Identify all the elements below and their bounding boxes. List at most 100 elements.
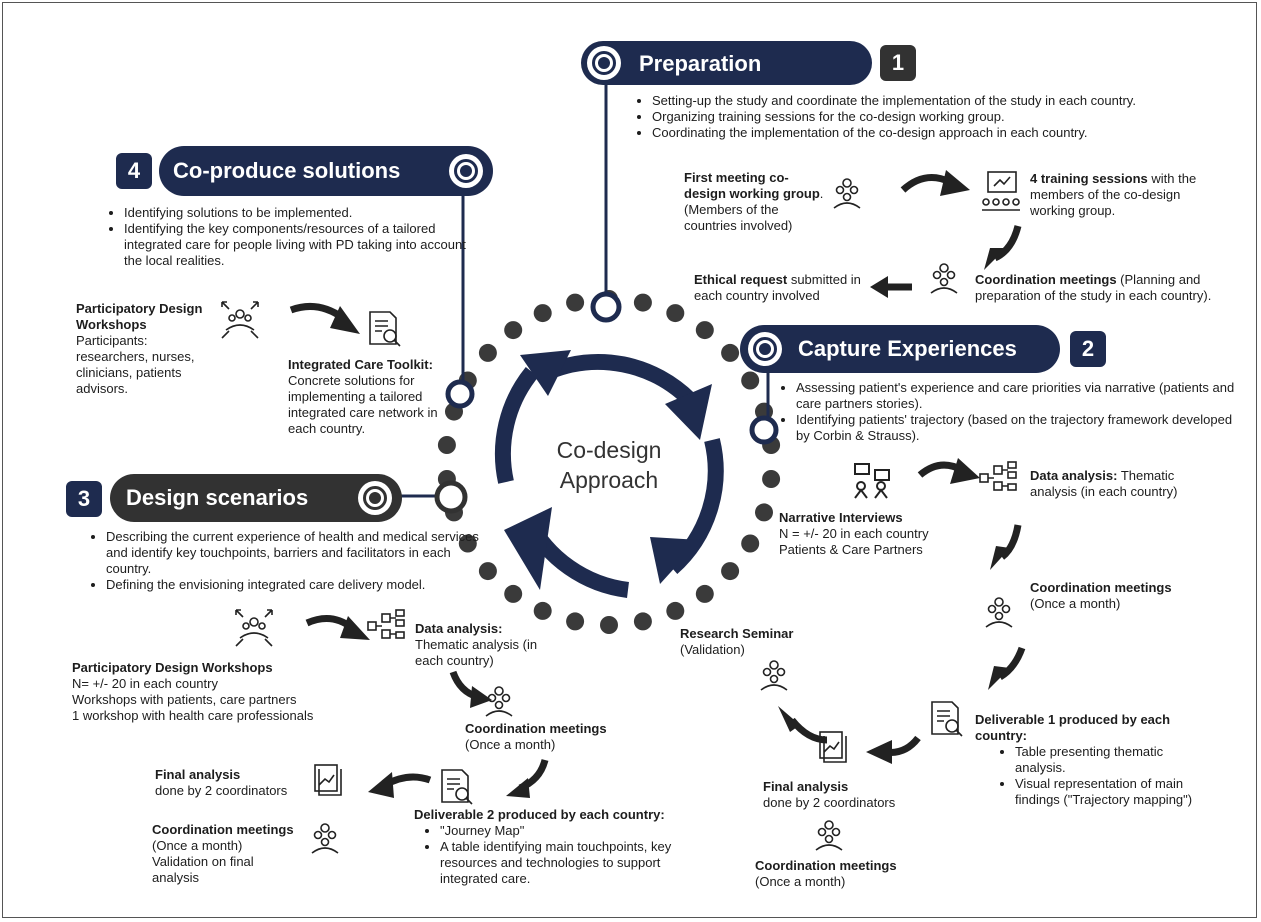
capture-data-text: Data analysis: Thematic analysis (in eac… [1030, 468, 1178, 499]
target-icon [587, 46, 621, 80]
ring-dot [666, 601, 685, 620]
capture-bullets: Assessing patient's experience and care … [778, 380, 1236, 444]
workshop-icon [221, 301, 273, 647]
design-workshops-text: Participatory Design Workshops N= +/- 20… [72, 660, 314, 723]
ring-dot [566, 293, 585, 312]
toolkit-text: Integrated Care Toolkit:Concrete solutio… [288, 357, 438, 436]
ring-dot [721, 343, 740, 362]
target-icon [449, 154, 483, 188]
bullet: Coordinating the implementation of the c… [652, 125, 1222, 141]
coproduce-title: Co-produce solutions [173, 158, 401, 183]
bullet: Table presenting thematic analysis. [1015, 744, 1205, 776]
ring-dot [533, 601, 552, 620]
cycle-arrow-heads [504, 350, 712, 590]
cycle-arrowhead-right [650, 537, 700, 584]
step-number-3: 3 [66, 481, 102, 517]
ring-dot [478, 562, 497, 581]
preparation-header: Preparation [581, 41, 872, 85]
cycle-arrow-left [494, 366, 539, 484]
ring-dot [437, 436, 456, 454]
flow-arrowheads [330, 170, 1010, 798]
bullet: A table identifying main touchpoints, ke… [440, 839, 680, 887]
bullet: Describing the current experience of hea… [106, 529, 486, 577]
interview-icon [854, 463, 890, 499]
ring-dot [566, 612, 585, 631]
ring-dot [504, 321, 523, 340]
ring-dot [762, 470, 781, 488]
bullet: "Journey Map" [440, 823, 680, 839]
research-seminar-text: Research Seminar(Validation) [680, 626, 794, 657]
flowchart-icon [367, 461, 1017, 639]
bullet: Visual representation of main findings (… [1015, 776, 1205, 808]
step-number-1: 1 [880, 45, 916, 81]
connector-node-capture [749, 415, 779, 445]
capture-coord2-text: Coordination meetings(Once a month) [755, 858, 897, 889]
bullet: Assessing patient's experience and care … [796, 380, 1236, 412]
bullet: Identifying patients' trajectory (based … [796, 412, 1236, 444]
capture-header: Capture Experiences [740, 325, 1060, 373]
coproduce-header: Co-produce solutions [159, 146, 493, 196]
ring-dot [478, 343, 497, 362]
cycle-arrowhead-left [520, 350, 571, 396]
cycle-arrow-top [544, 353, 696, 406]
deliverable-1-text: Deliverable 1 produced by each country: … [975, 712, 1205, 808]
connector-node-preparation [590, 291, 622, 323]
ring-dot [755, 503, 773, 522]
capture-title: Capture Experiences [798, 336, 1017, 361]
design-header: Design scenarios [110, 474, 402, 522]
connector-node-coproduce [445, 379, 475, 409]
bullet: Setting-up the study and coordinate the … [652, 93, 1222, 109]
preparation-title: Preparation [639, 51, 762, 76]
coproduce-bullets: Identifying solutions to be implemented.… [106, 205, 479, 269]
preparation-bullets: Setting-up the study and coordinate the … [634, 93, 1222, 141]
ring-dot [666, 304, 685, 323]
training-icon [982, 171, 1020, 211]
coordination-prep-text: Coordination meetings (Planning and prep… [975, 272, 1212, 303]
ring-dot [741, 371, 760, 390]
target-icon [358, 481, 392, 515]
cycle-arrowhead-top [665, 384, 712, 440]
ring-dot [600, 616, 618, 634]
design-coord-text: Coordination meetings(Once a month) [465, 721, 607, 752]
ring-dot [533, 304, 552, 323]
step-number-4: 4 [116, 153, 152, 189]
capture-coord-text: Coordination meetings(Once a month) [1030, 580, 1172, 611]
bullet: Organizing training sessions for the co-… [652, 109, 1222, 125]
bullet: Defining the envisioning integrated care… [106, 577, 486, 593]
ring-dot [504, 584, 523, 603]
bullet: Identifying solutions to be implemented. [124, 205, 479, 221]
step-number-2: 2 [1070, 331, 1106, 367]
ring-dot [695, 321, 714, 340]
center-title-line1: Co-design [557, 437, 662, 463]
ring-dot [458, 534, 477, 553]
target-icon [748, 332, 782, 366]
first-meeting-text: First meeting co-design working group. (… [684, 170, 824, 233]
people-group-icon [311, 178, 1013, 854]
design-bullets: Describing the current experience of hea… [88, 529, 486, 593]
training-text: 4 training sessions with the members of … [1030, 171, 1197, 218]
ring-dot [695, 584, 714, 603]
cycle-arrowhead-bottom [504, 507, 552, 590]
connectors [400, 80, 770, 498]
center-title-line2: Approach [560, 467, 658, 493]
ring-dot [633, 612, 652, 631]
ring-dot [721, 562, 740, 581]
dotted-ring [437, 290, 781, 634]
deliverable-2-text: Deliverable 2 produced by each country: … [414, 807, 694, 887]
bullet: Identifying the key components/resources… [124, 221, 479, 269]
design-title: Design scenarios [126, 485, 309, 510]
design-data-text: Data analysis:Thematic analysis (in each… [415, 621, 538, 668]
ring-dot [741, 534, 760, 553]
ethical-request-text: Ethical request submitted in each countr… [694, 272, 861, 303]
document-search-icon [369, 311, 963, 805]
connector-node-design [434, 480, 468, 514]
ring-dot [633, 293, 652, 312]
chart-report-icon [314, 731, 847, 796]
